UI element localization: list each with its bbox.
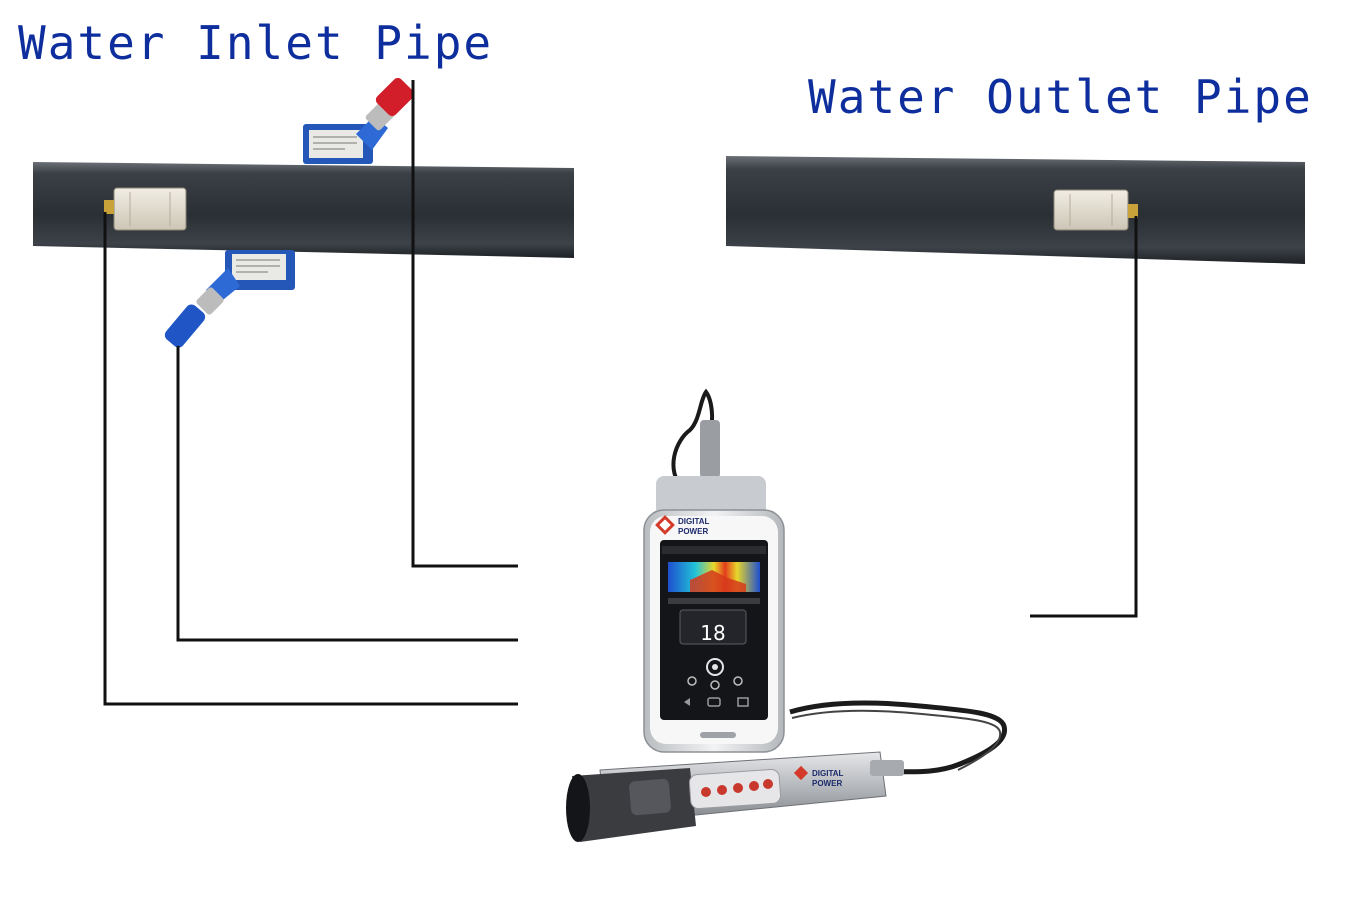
outlet-pipe xyxy=(726,156,1305,264)
wire-outlet-sensor xyxy=(1030,216,1138,618)
water-inlet-pipe-label: Water Inlet Pipe xyxy=(18,16,494,70)
water-outlet-pipe-label: Water Outlet Pipe xyxy=(808,70,1313,124)
inlet-pipe xyxy=(33,162,574,258)
probe-brand-line2: POWER xyxy=(812,779,842,788)
probe: DIGITAL POWER xyxy=(566,751,904,842)
device-reading: 18 xyxy=(700,621,725,645)
wire-upper-transducer xyxy=(411,80,518,568)
coiled-cable xyxy=(789,700,1008,775)
wire-lower-transducer xyxy=(176,346,518,642)
upper-transducer xyxy=(303,77,415,164)
outlet-pipe-sensor xyxy=(1053,189,1138,231)
lower-transducer xyxy=(164,250,295,348)
inlet-pipe-sensor xyxy=(104,187,187,231)
device-brand-line2: POWER xyxy=(678,527,708,536)
wire-inlet-sensor xyxy=(103,212,518,706)
probe-brand-line1: DIGITAL xyxy=(812,769,844,778)
ok-button-icon[interactable] xyxy=(706,658,724,676)
home-icon[interactable] xyxy=(707,697,721,707)
wires xyxy=(103,80,1138,706)
menu-icon[interactable] xyxy=(737,697,749,707)
handheld-device: DIGITAL POWER 18 xyxy=(643,388,785,753)
device-logo xyxy=(655,515,675,535)
back-icon[interactable] xyxy=(684,698,690,706)
device-brand-line1: DIGITAL xyxy=(678,517,710,526)
